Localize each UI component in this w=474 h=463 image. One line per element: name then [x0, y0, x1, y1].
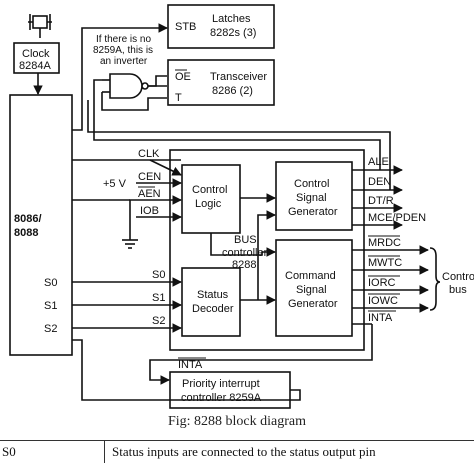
bus-controller-label-3: 8288: [232, 259, 256, 271]
latches-pin-stb: STB: [175, 21, 196, 33]
cpu-pin-s0: S0: [44, 277, 57, 289]
output-iorc: IORC: [368, 277, 396, 289]
output-ale: ALE: [368, 156, 389, 168]
interrupt-controller-line2: controller 8259A: [181, 392, 262, 404]
transceiver-label-line1: Transceiver: [210, 71, 267, 83]
latches-8282-block: [167, 4, 275, 49]
crystal-symbol: [28, 14, 52, 38]
inverter-note-line3: an inverter: [100, 56, 148, 67]
inverter-gate: [102, 73, 167, 99]
transceiver-pin-oe: OE: [175, 71, 191, 83]
command-signal-generator-block: [275, 239, 353, 337]
output-iowc: IOWC: [368, 295, 398, 307]
csg-line1: Control: [294, 178, 329, 190]
output-inta: INTA: [368, 312, 393, 324]
table-cell-signal: S0: [2, 444, 16, 459]
inverter-note-line1: If there is no: [96, 34, 151, 45]
output-dtr: DT/R: [368, 195, 394, 207]
csg-line2: Signal: [296, 192, 327, 204]
input-iob: IOB: [140, 205, 159, 217]
table-divider: [104, 441, 105, 463]
status-decoder-line2: Decoder: [192, 303, 234, 315]
output-mce-pden: MCE/PDEN: [368, 212, 426, 224]
control-signal-generator-block: [275, 161, 353, 231]
transceiver-label-line2: 8286 (2): [212, 85, 253, 97]
interrupt-controller-line1: Priority interrupt: [182, 378, 260, 390]
input-aen: AEN: [138, 188, 161, 200]
control-logic-line2: Logic: [195, 198, 222, 210]
status-decoder-block: [181, 267, 241, 337]
transceiver-pin-t: T: [175, 92, 182, 104]
cpu-pin-s2: S2: [44, 323, 57, 335]
clock-label-line2: 8284A: [19, 60, 51, 72]
control-logic-block: [181, 164, 241, 234]
bus-controller-label-2: controller: [222, 247, 268, 259]
output-mwtc: MWTC: [368, 257, 402, 269]
cpu-pin-s1: S1: [44, 300, 57, 312]
clock-8284a-block: [13, 42, 60, 74]
latches-label-line2: 8282s (3): [210, 27, 256, 39]
figure-caption: Fig: 8288 block diagram: [167, 414, 307, 429]
cmdsg-line2: Signal: [296, 284, 327, 296]
interrupt-input-inta: INTA: [178, 359, 203, 371]
inverter-note-line2: 8259A, this is: [93, 45, 153, 56]
cpu-label-line1: 8086/: [14, 213, 42, 225]
cmdsg-line1: Command: [285, 270, 336, 282]
status-decoder-line1: Status: [197, 289, 229, 301]
output-den: DEN: [368, 176, 391, 188]
control-bus-label-1: Control: [442, 271, 474, 283]
status-input-s2: S2: [152, 315, 165, 327]
transceiver-8286-block: [167, 59, 275, 106]
control-logic-line1: Control: [192, 184, 227, 196]
latches-label-line1: Latches: [212, 13, 251, 25]
cmdsg-line3: Generator: [288, 298, 338, 310]
output-mrdc: MRDC: [368, 237, 401, 249]
description-table: S0 Status inputs are connected to the st…: [0, 440, 474, 463]
status-input-s0: S0: [152, 269, 165, 281]
csg-line3: Generator: [288, 206, 338, 218]
supply-5v: +5 V: [103, 178, 127, 190]
cpu-8086-block: [9, 94, 73, 356]
clock-label-line1: Clock: [22, 48, 50, 60]
input-cen: CEN: [138, 171, 161, 183]
bus-controller-label-1: BUS: [234, 234, 257, 246]
input-clk: CLK: [138, 148, 160, 160]
table-cell-description: Status inputs are connected to the statu…: [112, 444, 376, 459]
cpu-label-line2: 8088: [14, 227, 38, 239]
control-bus-label-2: bus: [449, 284, 467, 296]
block-diagram: Clock 8284A 8086/ 8088 S0 S1 S2 STB Latc…: [9, 4, 474, 409]
status-input-s1: S1: [152, 292, 165, 304]
